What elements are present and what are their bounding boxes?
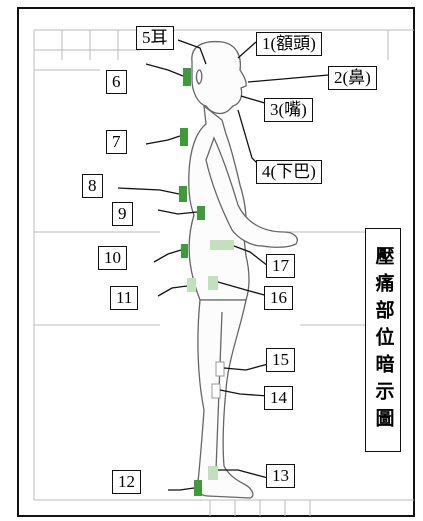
label-mouth: 3(嘴) [264, 98, 313, 122]
label-16: 16 [264, 286, 293, 310]
marker-6 [183, 68, 191, 86]
marker-15 [215, 361, 225, 377]
marker-9 [197, 206, 205, 220]
torso-outline [188, 104, 250, 301]
label-12: 12 [112, 470, 141, 494]
head-outline [191, 40, 247, 115]
marker-7 [180, 128, 188, 146]
label-13: 13 [266, 464, 295, 488]
label-6: 6 [106, 70, 127, 94]
label-chin: 4(下巴) [256, 160, 322, 184]
label-10: 10 [98, 246, 127, 270]
label-forehead: 1(額頭) [256, 32, 322, 56]
label-ear: 5耳 [136, 26, 174, 50]
arm-outline [205, 136, 298, 248]
marker-10 [181, 244, 188, 258]
marker-17 [210, 240, 234, 250]
markers [179, 68, 234, 496]
leg-outline [196, 299, 254, 499]
marker-16 [208, 276, 218, 290]
label-14: 14 [264, 386, 293, 410]
marker-14 [211, 383, 221, 399]
label-7: 7 [106, 130, 127, 154]
body-figure [188, 40, 298, 499]
background-grid [33, 29, 414, 516]
label-11: 11 [110, 286, 139, 310]
diagram-caption: 壓痛部位暗示圖 [365, 228, 401, 452]
label-17: 17 [266, 254, 295, 278]
label-15: 15 [266, 348, 295, 372]
marker-11 [187, 278, 196, 292]
marker-12 [194, 480, 202, 496]
label-8: 8 [82, 174, 103, 198]
ear-outline [195, 69, 203, 85]
label-nose: 2(鼻) [328, 66, 377, 90]
marker-13 [208, 466, 218, 480]
marker-8 [179, 186, 187, 202]
label-9: 9 [112, 202, 133, 226]
